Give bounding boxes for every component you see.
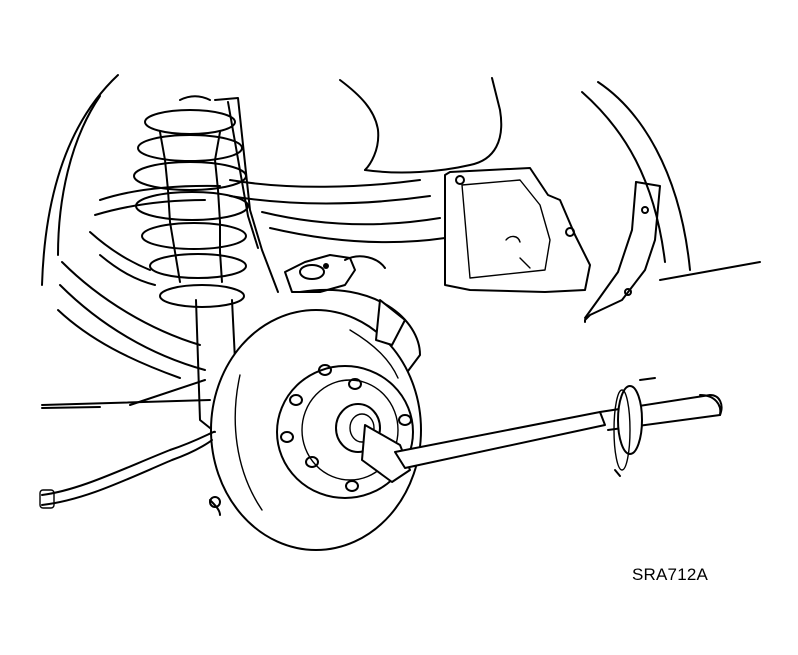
body-panels — [41, 77, 503, 409]
brake-hose — [39, 430, 221, 516]
brake-caliper — [284, 254, 386, 293]
wheel-studs — [280, 364, 412, 492]
figure-reference-code: SRA712A — [632, 565, 709, 584]
drive-shaft-end — [361, 424, 411, 483]
coil-spring — [133, 109, 249, 308]
wheel-arch — [41, 74, 761, 286]
fender-bracket — [584, 181, 661, 323]
slide-hammer-tool — [394, 377, 723, 477]
splash-shield — [444, 167, 591, 293]
